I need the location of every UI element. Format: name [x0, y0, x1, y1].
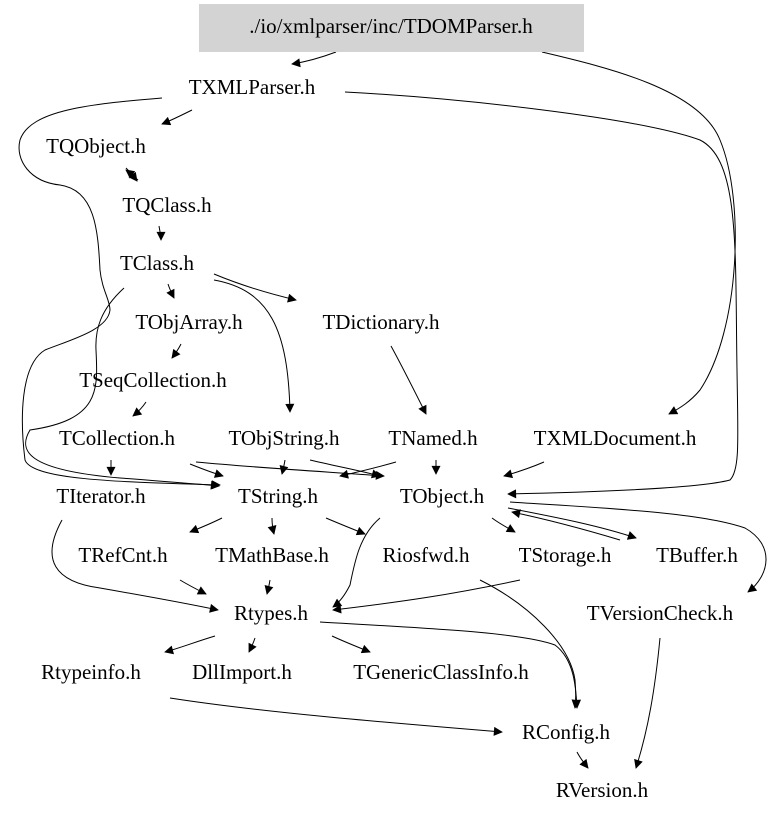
node-tnamed[interactable]: TNamed.h	[388, 426, 478, 450]
node-tobject[interactable]: TObject.h	[400, 484, 485, 508]
edge-root-to-txmlparser	[291, 51, 337, 68]
edge-tobject-to-rtypes	[332, 517, 381, 608]
edge-tobjstring-to-tobject	[309, 459, 381, 479]
nodes-layer: ./io/xmlparser/inc/TDOMParser.h TXMLPars…	[41, 4, 738, 802]
edge-titerator-to-rtypes	[51, 519, 219, 613]
node-tdictionary[interactable]: TDictionary.h	[322, 310, 440, 334]
node-tversioncheck[interactable]: TVersionCheck.h	[587, 601, 734, 625]
edge-tcollection-to-tobject	[195, 461, 385, 480]
edge-tstring-to-trefcnt	[189, 517, 223, 534]
node-txmldocument[interactable]: TXMLDocument.h	[534, 426, 697, 450]
edge-txmldocument-to-tobject	[503, 461, 545, 479]
edge-tdictionary-to-tnamed	[390, 345, 427, 415]
edge-riosfwd-to-rconfig	[479, 579, 581, 709]
edge-tstring-to-riosfwd	[325, 517, 366, 536]
node-tstorage[interactable]: TStorage.h	[519, 543, 612, 567]
edge-tseqcollection-to-tcollection	[132, 401, 147, 417]
edge-tclass-to-tdictionary	[213, 273, 297, 303]
edge-tqclass-to-tqobject	[125, 169, 139, 181]
edge-rtypes-to-rtypeinfo	[164, 635, 216, 655]
node-tmathbase[interactable]: TMathBase.h	[215, 543, 329, 567]
node-tgenericclassinfo[interactable]: TGenericClassInfo.h	[353, 660, 529, 684]
node-titerator[interactable]: TIterator.h	[56, 484, 146, 508]
node-trefcnt[interactable]: TRefCnt.h	[78, 543, 168, 567]
edge-tnamed-to-tstring	[339, 461, 397, 479]
edges-layer	[18, 51, 767, 769]
node-tobjarray[interactable]: TObjArray.h	[135, 310, 243, 334]
edge-tclass-to-tobjstring	[213, 279, 295, 413]
node-rversion[interactable]: RVersion.h	[556, 778, 649, 802]
edge-tobject-to-tversioncheck	[509, 501, 767, 593]
node-tclass[interactable]: TClass.h	[120, 251, 195, 275]
node-riosfwd[interactable]: Riosfwd.h	[383, 543, 470, 567]
edge-tqobject-to-tstring	[18, 97, 221, 490]
edge-tclass-to-tobjarray	[166, 283, 175, 299]
edge-tobject-to-tbuffer	[507, 507, 637, 540]
root-node-highlight	[199, 4, 584, 52]
edge-tcollection-to-tstring	[189, 463, 224, 478]
edge-rtypes-to-dllimport	[248, 637, 257, 653]
edge-tobject-to-tstorage	[491, 517, 516, 533]
edge-rtypes-to-tgenericclassinfo	[331, 635, 371, 654]
node-tqclass[interactable]: TQClass.h	[122, 193, 212, 217]
edge-tstring-to-tmathbase	[267, 517, 277, 535]
node-tstring[interactable]: TString.h	[238, 484, 318, 508]
edge-tobjstring-to-tstring	[279, 459, 289, 475]
edge-tbuffer-to-tobject	[511, 509, 621, 541]
edge-tversioncheck-to-rversion	[634, 637, 661, 769]
node-tbuffer[interactable]: TBuffer.h	[656, 543, 738, 567]
edge-rconfig-to-rversion	[576, 751, 589, 769]
node-tobjstring[interactable]: TObjString.h	[228, 426, 340, 450]
edge-rtypes-to-rconfig	[319, 621, 582, 709]
node-tseqcollection[interactable]: TSeqCollection.h	[79, 368, 227, 392]
edge-tobjarray-to-tseqcollection	[171, 343, 182, 359]
node-txmlparser[interactable]: TXMLParser.h	[189, 75, 316, 99]
node-dllimport[interactable]: DllImport.h	[192, 660, 292, 684]
node-rconfig[interactable]: RConfig.h	[522, 720, 611, 744]
edge-txmlparser-to-tobject	[344, 91, 739, 499]
node-root[interactable]: ./io/xmlparser/inc/TDOMParser.h	[249, 14, 533, 38]
edge-trefcnt-to-rtypes	[179, 579, 207, 595]
node-tqobject[interactable]: TQObject.h	[46, 134, 146, 158]
node-rtypeinfo[interactable]: Rtypeinfo.h	[41, 660, 141, 684]
edge-tmathbase-to-rtypes	[264, 579, 274, 595]
edge-rtypeinfo-to-rconfig	[169, 697, 503, 736]
node-rtypes[interactable]: Rtypes.h	[234, 601, 309, 625]
edge-tclass-to-tstring	[25, 287, 220, 490]
edge-tqclass-to-tclass	[156, 225, 166, 241]
edge-tstorage-to-rtypes	[332, 579, 521, 614]
edge-root-to-txmldocument	[541, 51, 736, 415]
node-tcollection[interactable]: TCollection.h	[59, 426, 176, 450]
edge-txmlparser-to-tqobject	[161, 109, 193, 126]
